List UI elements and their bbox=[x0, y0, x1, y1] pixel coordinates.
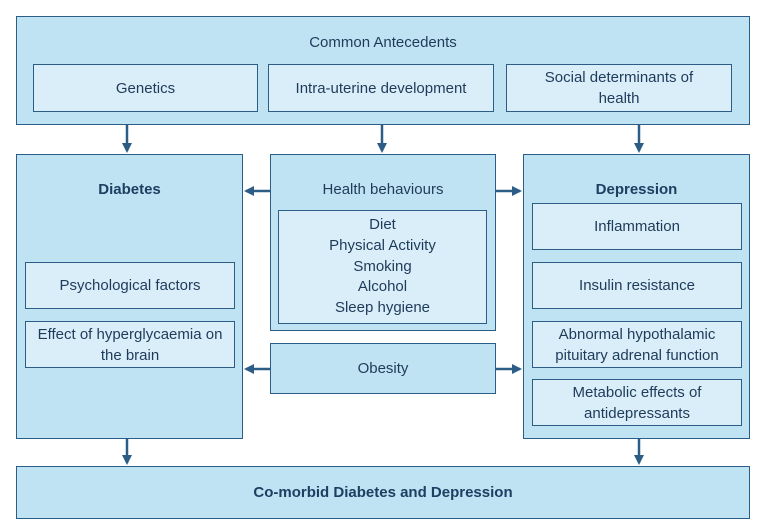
health-behaviours-list: Diet Physical Activity Smoking Alcohol S… bbox=[278, 210, 487, 324]
behaviour-diet: Diet bbox=[369, 216, 396, 233]
obesity-box: Obesity bbox=[270, 343, 496, 394]
hyperglycaemia-effect-box: Effect of hyperglycaemia on the brain bbox=[25, 321, 235, 368]
depression-title: Depression bbox=[595, 181, 678, 198]
hpa-function-box: Abnormal hypothalamic pituitary adrenal … bbox=[532, 321, 742, 368]
behaviour-physical-activity: Physical Activity bbox=[329, 236, 436, 254]
intra-uterine-development-box: Intra-uterine development bbox=[268, 64, 494, 112]
antidepressant-effects-box: Metabolic effects of antidepressants bbox=[532, 379, 742, 426]
behaviour-smoking: Smoking bbox=[353, 257, 412, 275]
common-antecedents-title: Common Antecedents bbox=[309, 34, 457, 51]
psychological-factors-box: Psychological factors bbox=[25, 262, 235, 309]
insulin-resistance-box: Insulin resistance bbox=[532, 262, 742, 309]
health-behaviours-title: Health behaviours bbox=[322, 181, 444, 198]
genetics-box: Genetics bbox=[33, 64, 258, 112]
behaviour-alcohol: Alcohol bbox=[357, 278, 408, 296]
behaviour-sleep-hygiene: Sleep hygiene bbox=[334, 299, 431, 317]
inflammation-box: Inflammation bbox=[532, 203, 742, 250]
diabetes-title: Diabetes bbox=[98, 181, 161, 198]
social-determinants-box: Social determinants of health bbox=[506, 64, 732, 112]
comorbid-title: Co-morbid Diabetes and Depression bbox=[253, 484, 513, 501]
comorbid-box bbox=[16, 466, 750, 519]
